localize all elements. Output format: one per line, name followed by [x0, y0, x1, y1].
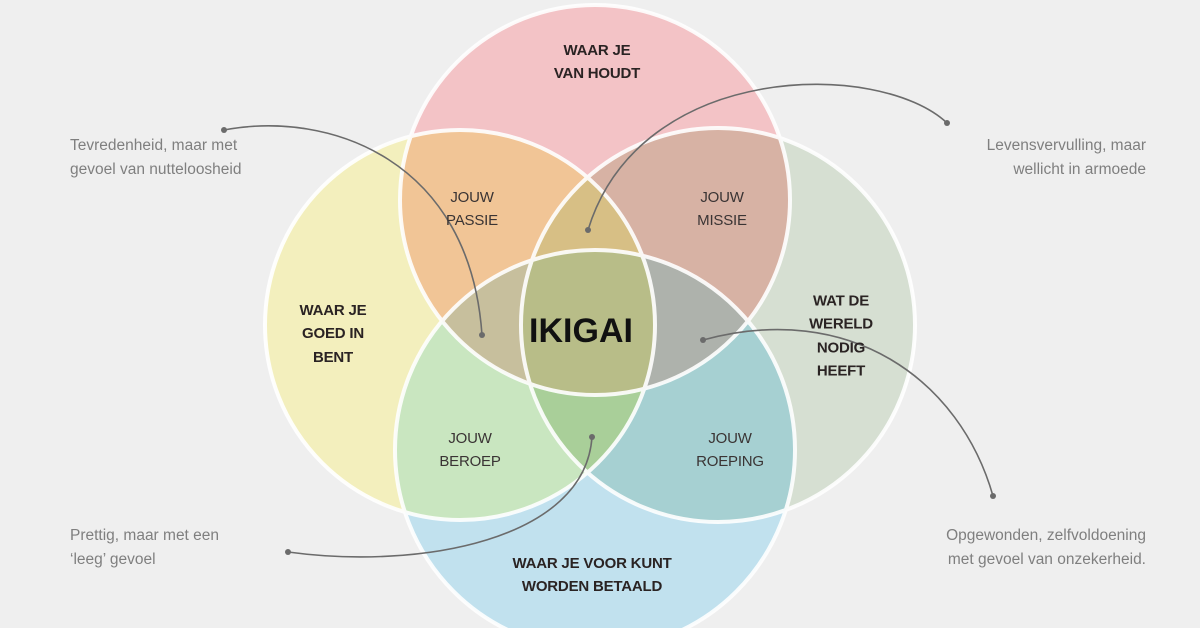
connector-bottom-right [702, 328, 994, 497]
connector-dot [285, 549, 291, 555]
note-bottom-right: Opgewonden, zelfvoldoening met gevoel va… [946, 527, 1146, 569]
connector-dot [479, 332, 485, 338]
connector-dot [585, 227, 591, 233]
note-bottom-left: Prettig, maar met een ‘leeg’ gevoel [70, 527, 220, 569]
note-top-left: Tevredenheid, maar met gevoel van nuttel… [70, 137, 242, 179]
note-top-right: Levensvervulling, maar wellicht in armoe… [986, 137, 1146, 179]
connector-dot [700, 337, 706, 343]
label-world-needs: WAT DE WERELD NODIG HEEFT [809, 292, 873, 380]
label-mission: JOUW MISSIE [697, 188, 747, 229]
label-ikigai: IKIGAI [529, 312, 633, 350]
label-good-at: WAAR JE GOED IN BENT [299, 302, 367, 366]
label-love: WAAR JE VAN HOUDT [553, 41, 641, 82]
label-passion: JOUW PASSIE [446, 188, 498, 229]
label-profession: JOUW BEROEP [439, 429, 501, 470]
connector-dot [221, 127, 227, 133]
connector-dot [589, 434, 595, 440]
connector-top-right [587, 83, 948, 231]
connector-top-left [223, 125, 483, 336]
connector-bottom-left [287, 436, 593, 558]
label-paid-for: WAAR JE VOOR KUNT WORDEN BETAALD [512, 554, 672, 595]
connector-dot [944, 120, 950, 126]
connector-dot [990, 493, 996, 499]
label-vocation: JOUW ROEPING [696, 429, 764, 470]
